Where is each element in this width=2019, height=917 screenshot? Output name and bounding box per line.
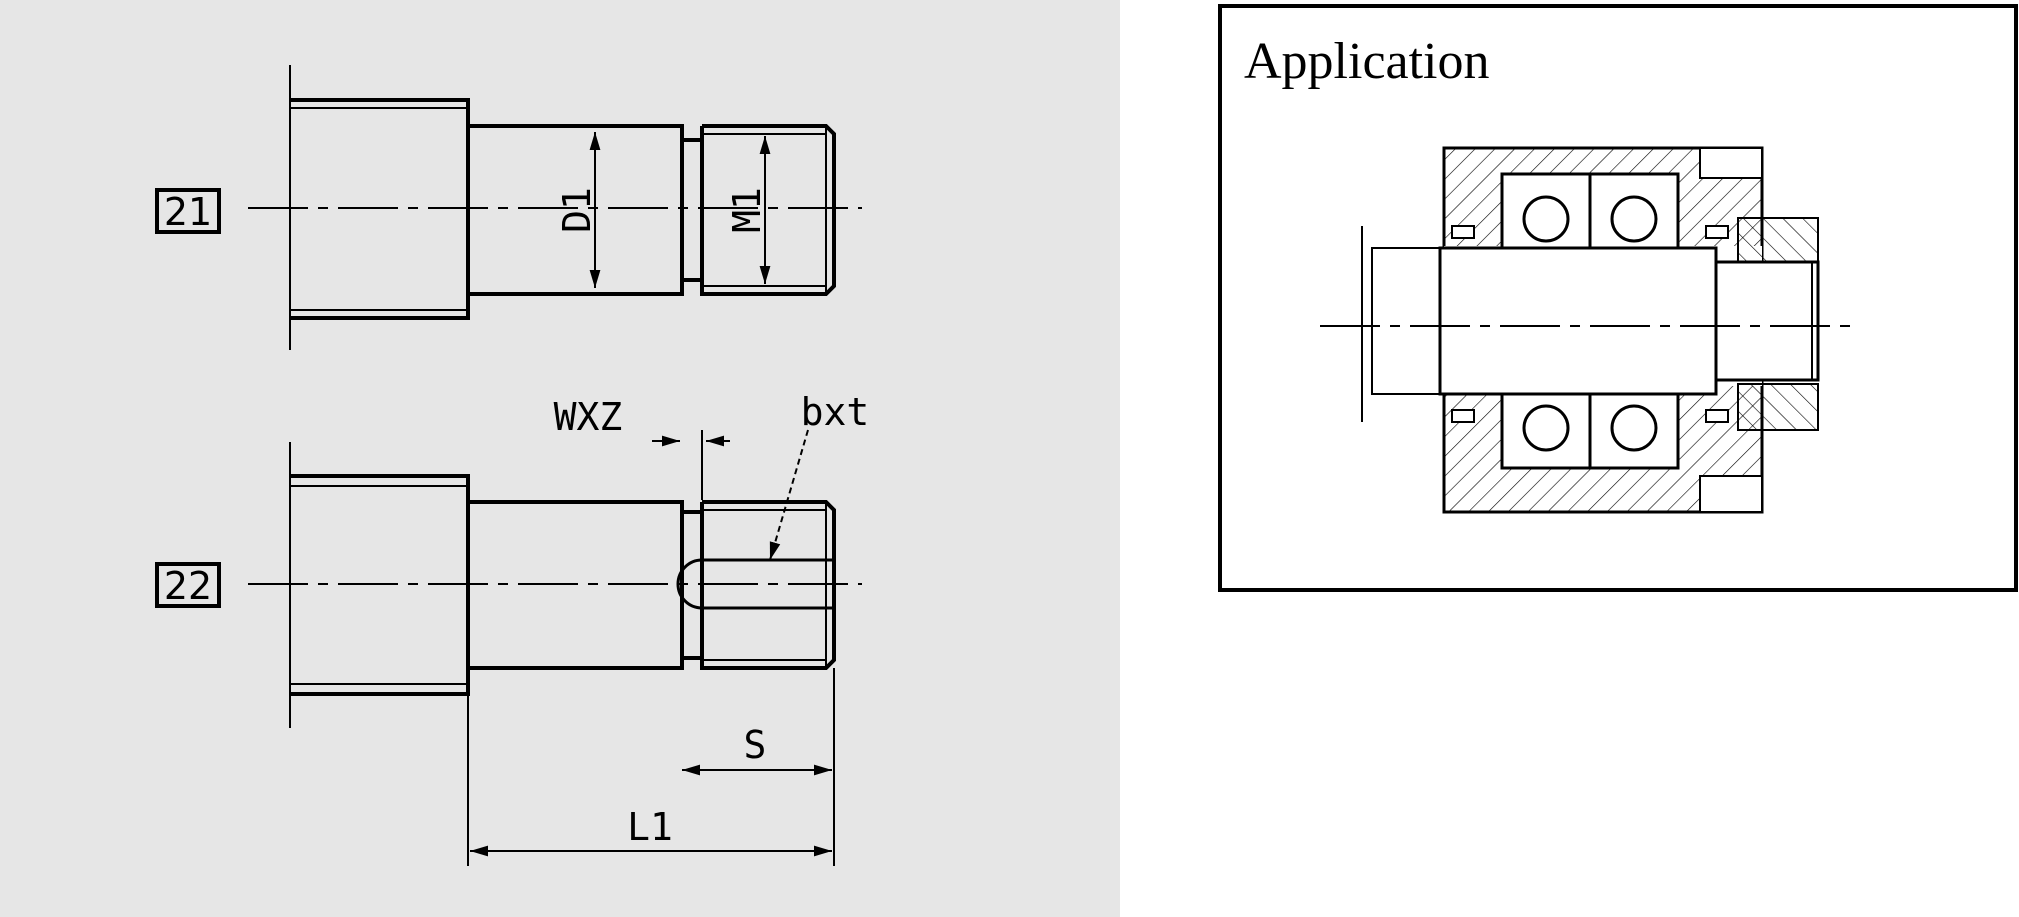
dim-label-l1: L1	[627, 805, 673, 849]
part-22-tag: 22	[155, 562, 221, 608]
part-21-tag-label: 21	[164, 190, 212, 234]
left-panel-background	[0, 0, 1120, 917]
part-21-tag-box	[155, 188, 221, 234]
part-22-tag-label: 22	[164, 564, 212, 608]
part-21-tag: 21	[155, 188, 221, 234]
part-22-drawing	[248, 429, 862, 866]
dim-label-s: S	[744, 723, 767, 767]
dim-label-d1: D1	[555, 187, 599, 233]
bearing-assembly-drawing	[1320, 146, 1852, 514]
dim-label-bxt: bxt	[801, 390, 870, 434]
dim-label-m1: M1	[725, 187, 769, 233]
application-title: Application	[1244, 33, 1490, 90]
dim-label-wxz: WXZ	[554, 395, 623, 439]
left-panel: 21 D1 M1	[0, 0, 1120, 917]
application-panel: Application	[1218, 4, 2018, 592]
part-22-tag-box	[155, 562, 221, 608]
part-21-drawing	[248, 65, 862, 350]
